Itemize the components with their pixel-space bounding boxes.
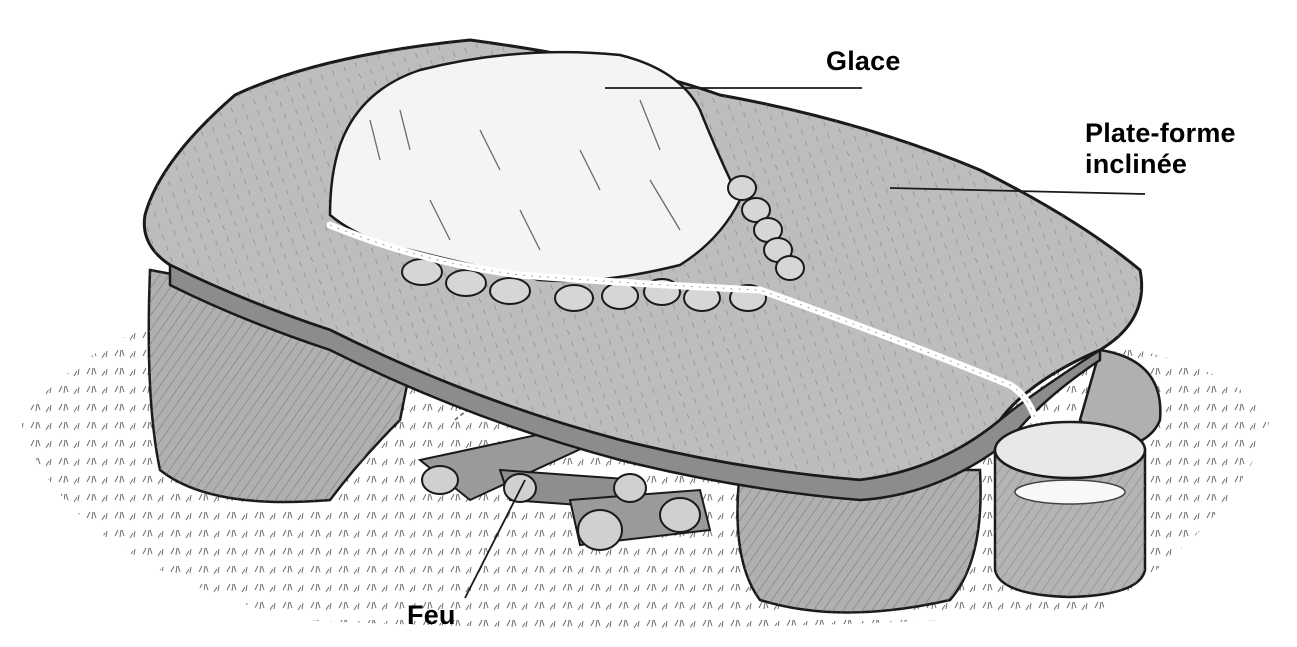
label-glace: Glace xyxy=(826,46,901,77)
label-plate-forme-inclinee: Plate-forme inclinée xyxy=(1085,118,1236,180)
label-plate-forme-line2: inclinée xyxy=(1085,149,1236,180)
label-plate-forme-line1: Plate-forme xyxy=(1085,118,1236,149)
label-feu: Feu xyxy=(407,600,456,631)
label-glace-text: Glace xyxy=(826,46,901,77)
collection-cup xyxy=(995,422,1145,597)
label-feu-text: Feu xyxy=(407,600,456,631)
